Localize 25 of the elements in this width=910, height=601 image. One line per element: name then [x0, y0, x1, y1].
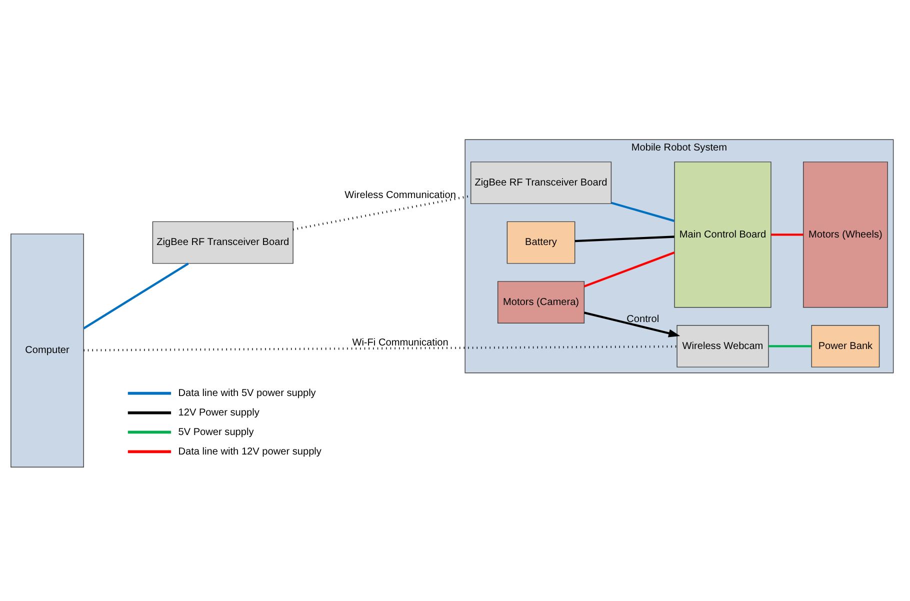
connector: [574, 236, 674, 242]
node-box: ZigBee RF Transceiver Board: [152, 221, 294, 264]
connector: [771, 234, 804, 236]
legend-label: 5V Power supply: [178, 426, 254, 438]
node-box: Battery: [506, 221, 576, 264]
legend-label: Data line with 5V power supply: [178, 388, 316, 400]
node-box: Main Control Board: [674, 162, 772, 308]
legend-label: Data line with 12V power supply: [178, 446, 322, 458]
connector: [611, 202, 675, 222]
legend-label: 12V Power supply: [178, 407, 260, 418]
node-box: Computer: [10, 234, 84, 468]
connector: [768, 345, 812, 348]
node-box: Motors (Wheels): [803, 162, 888, 308]
node-box: Wireless Webcam: [676, 324, 769, 368]
connector: [292, 194, 471, 231]
edge-label: Control: [626, 314, 660, 325]
node-box: Motors (Camera): [497, 281, 585, 324]
node-box: Power Bank: [811, 324, 880, 368]
node-box: ZigBee RF Transceiver Board: [470, 162, 612, 204]
connector: [584, 252, 675, 288]
connector: [83, 262, 189, 330]
edge-label: Wi-Fi Communication: [352, 338, 448, 349]
connector: [84, 345, 677, 352]
arrow: [584, 312, 680, 338]
edge-label: Wireless Communication: [344, 190, 456, 202]
